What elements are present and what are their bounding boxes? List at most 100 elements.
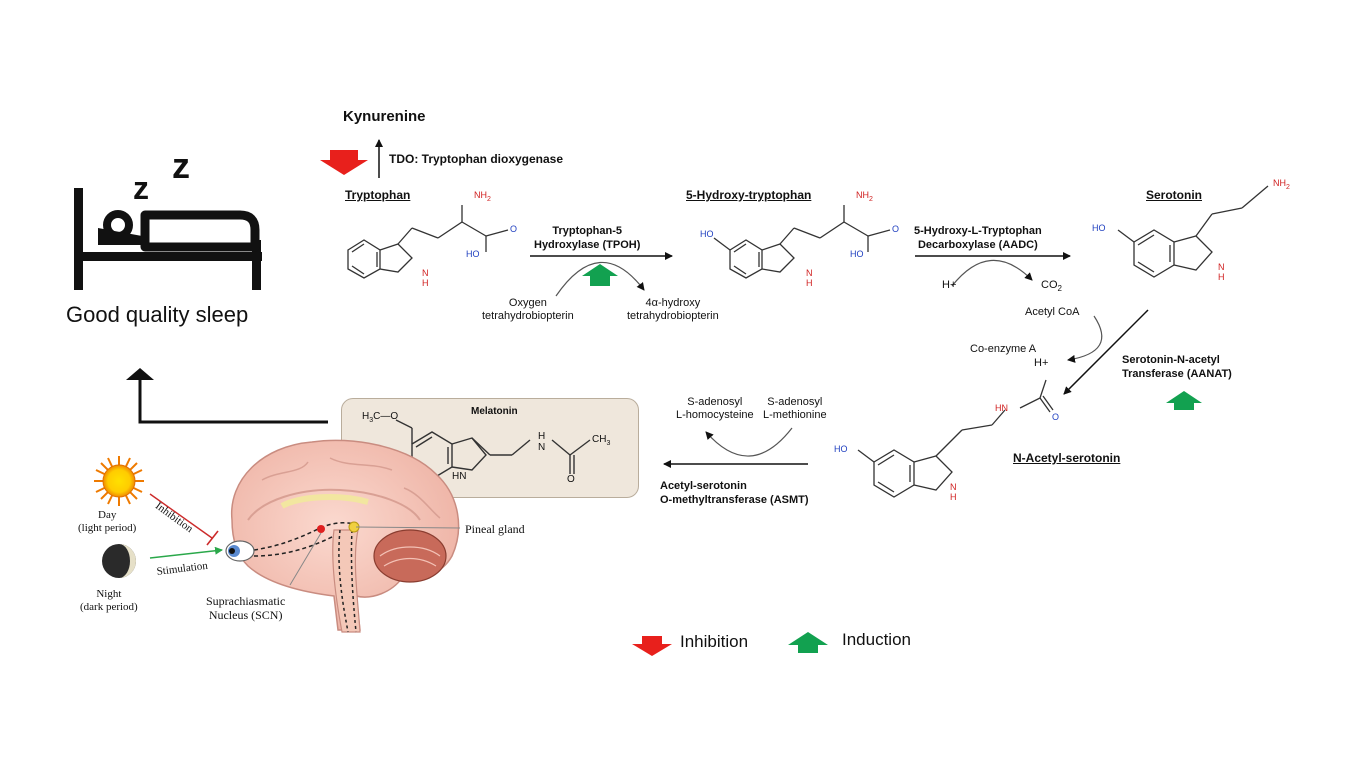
co2-subscript: 2 [1057, 284, 1062, 294]
night-line-2: (dark period) [80, 601, 138, 613]
mel-methoxy-h: H [362, 411, 370, 422]
mel-methoxy-atom: H3C—O [362, 411, 399, 424]
htp-nh2-sub: 2 [869, 195, 873, 203]
aanat-enzyme-label: Serotonin-N-acetyl Transferase (AANAT) [1122, 353, 1232, 381]
tpoh-induction-arrow [582, 264, 618, 286]
aanat-line-1: Serotonin-N-acetyl [1122, 354, 1220, 366]
sam-label: S-adenosyl L-methionine [763, 396, 827, 422]
hydroxy-bh4-line-2: tetrahydrobiopterin [627, 310, 719, 322]
aanat-arrow [1063, 309, 1149, 395]
svg-text:z: z [133, 170, 149, 206]
asmt-cofactor-curve [705, 427, 793, 457]
ser-nh2-atom: NH2 [1273, 178, 1290, 191]
night-stimulation-arrow [149, 546, 223, 559]
mel-h-text: H [538, 431, 546, 442]
night-label: Night (dark period) [80, 588, 138, 614]
melatonin-label: Melatonin [471, 406, 518, 417]
ser-n-text: N [1218, 262, 1225, 272]
acetyl-coa-label: Acetyl CoA [1025, 306, 1080, 318]
aadc-enzyme-label: 5-Hydroxy-L-Tryptophan Decarboxylase (AA… [914, 224, 1042, 252]
trp-h-text: H [422, 278, 429, 288]
aanat-cofactor-curve [1067, 315, 1103, 363]
night-line-1: Night [96, 588, 122, 600]
mel-methoxy-c: C [373, 411, 381, 422]
aadc-cofactor-curve [951, 259, 1033, 287]
trp-nh2-text: NH [474, 190, 487, 200]
tdo-label: TDO: Tryptophan dioxygenase [389, 152, 564, 166]
kynurenine-label: Kynurenine [343, 108, 426, 125]
aanat-induction-arrow [1166, 391, 1202, 410]
aadc-line-2: Decarboxylase (AADC) [917, 239, 1038, 251]
ser-nh2-text: NH [1273, 178, 1286, 188]
htp-h-text: H [806, 278, 813, 288]
tdo-inhibition-arrow [320, 150, 368, 175]
brain-illustration [225, 439, 461, 633]
htp-nh2-atom: NH2 [856, 190, 873, 203]
asmt-enzyme-label: Acetyl-serotonin O-methyltransferase (AS… [660, 479, 809, 507]
eye-icon [225, 540, 255, 562]
tryptophan-structure [347, 205, 509, 279]
ser-nh2-sub: 2 [1286, 183, 1290, 191]
sam-line-1: S-adenosyl [767, 396, 823, 408]
tpoh-line-2: Hydroxylase (TPOH) [534, 239, 641, 251]
mel-o-atom: O [567, 474, 575, 485]
sah-line-2: L-homocysteine [676, 409, 754, 421]
serotonin-label: Serotonin [1146, 188, 1202, 202]
day-inhibition-line [149, 493, 213, 539]
trp-oh-atom: HO [466, 249, 480, 259]
h-plus-2-label: H+ [1034, 357, 1049, 369]
serotonin-structure [1117, 185, 1269, 278]
day-label: Day (light period) [78, 509, 136, 535]
sam-line-2: L-methionine [763, 409, 827, 421]
trp-o-atom: O [510, 224, 518, 234]
scn-line-2: Nucleus (SCN) [208, 608, 283, 622]
co2-label: CO2 [1041, 279, 1062, 293]
nas-hn-atom: HN [995, 403, 1008, 413]
mel-methoxy-o: O [390, 411, 399, 422]
nas-o-atom: O [1052, 412, 1060, 422]
n-acetyl-serotonin-label: N-Acetyl-serotonin [1013, 451, 1121, 465]
nas-oh-atom: HO [834, 444, 848, 454]
hydroxytryptophan-structure [713, 205, 891, 279]
tpoh-line-1: Tryptophan-5 [552, 225, 623, 237]
htp-n-text: N [806, 268, 813, 278]
asmt-line-2: O-methyltransferase (ASMT) [660, 494, 809, 506]
aadc-line-1: 5-Hydroxy-L-Tryptophan [914, 225, 1042, 237]
mel-ch3-atom: CH3 [592, 434, 610, 447]
oxygen-cofactor-label: Oxygen tetrahydrobiopterin [482, 297, 574, 323]
mel-hn-atom: HN [452, 471, 467, 482]
sah-label: S-adenosyl L-homocysteine [676, 396, 754, 422]
day-line-1: Day [98, 509, 117, 521]
feedback-arrow [126, 368, 328, 424]
mel-methoxy-sub: 3 [369, 417, 374, 424]
tryptophan-label: Tryptophan [345, 188, 411, 202]
pineal-gland-label: Pineal gland [465, 522, 525, 536]
hydroxytryptophan-label: 5-Hydroxy-tryptophan [686, 188, 812, 202]
hydroxy-bh4-line-1: 4α-hydroxy [645, 297, 701, 309]
tpoh-cofactor-curve [555, 261, 645, 297]
n-acetyl-serotonin-structure [857, 379, 1054, 498]
asmt-line-1: Acetyl-serotonin [660, 480, 747, 492]
legend-inhibition-arrow [632, 636, 672, 656]
legend-induction-arrow [788, 632, 828, 653]
sleeping-bed-icon: z z [74, 145, 262, 290]
moon-icon [102, 544, 136, 578]
scn-line-1: Suprachiasmatic [206, 594, 286, 608]
co2-text: CO [1041, 279, 1058, 291]
ser-h-text: H [1218, 272, 1225, 282]
ser-oh-atom: HO [1092, 223, 1106, 233]
nas-n-text: N [950, 482, 957, 492]
tpoh-enzyme-label: Tryptophan-5 Hydroxylase (TPOH) [534, 224, 640, 252]
legend-induction-label: Induction [842, 630, 911, 649]
htp-o-atom: O [892, 224, 900, 234]
mel-ch3-text: CH [592, 434, 607, 445]
hydroxy-bh4-label: 4α-hydroxy tetrahydrobiopterin [627, 297, 719, 323]
inhibition-bar [206, 530, 219, 546]
htp-ring-oh-atom: HO [700, 229, 714, 239]
oxygen-line-2: tetrahydrobiopterin [482, 310, 574, 322]
